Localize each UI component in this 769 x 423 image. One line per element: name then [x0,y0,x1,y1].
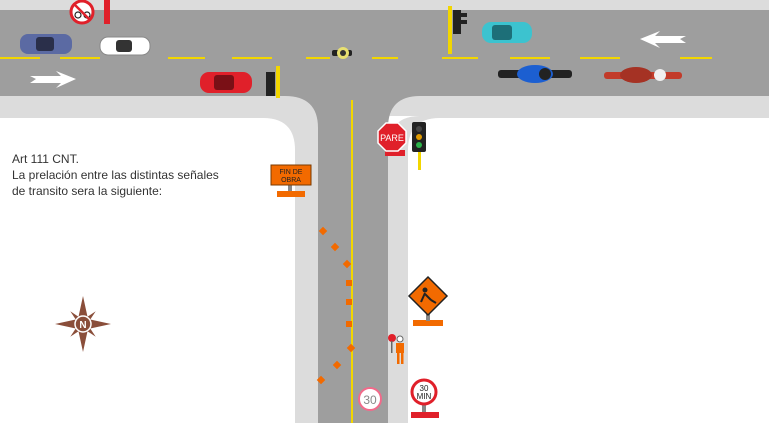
fin-de-obra-line2: OBRA [281,177,301,184]
speed-limit-value: 30 [363,393,377,407]
car-icon [482,22,532,43]
fin-de-obra-line1: FIN DE [280,169,303,176]
car-icon [20,34,72,54]
traffic-cone-icon [346,343,356,353]
fin-de-obra-sign: FIN DE OBRA [270,164,312,197]
traffic-light-icon [266,66,280,98]
motorcycle-icon [604,67,682,83]
stop-sign: PARE [377,122,407,156]
traffic-cone-icon [346,321,352,327]
compass-letter: N [79,320,86,331]
caption-line-2: La prelación entre las distintas señales [12,168,219,182]
traffic-cone-icon [346,299,352,305]
stop-sign-label: PARE [380,133,404,143]
road-corner-left [285,96,318,128]
car-icon [200,72,252,93]
road-work-sign-icon [407,275,449,326]
traffic-cone-icon [332,360,342,370]
traffic-light-icon [448,6,467,54]
cyclist-icon [332,47,352,59]
no-bicycle-sign-icon [69,0,110,25]
arrow-left-icon [640,31,686,48]
traffic-cone-icon [330,242,340,252]
motorcycle-icon [498,65,572,83]
compass-rose-icon: N [55,296,111,352]
traffic-cone-icon [318,226,328,236]
time-limit-value: 30 [420,384,429,393]
lane-markings [0,57,712,423]
caption-line-1: Art 111 CNT. [12,152,79,166]
left-corner-curb [0,96,330,423]
traffic-cone-icon [342,259,352,269]
top-sidewalk [0,0,769,10]
car-icon [99,36,151,56]
traffic-light-icon [412,122,426,170]
road-corner-right [388,96,420,128]
traffic-cone-icon [316,375,326,385]
flagger-worker-icon [388,334,404,364]
traffic-cone-icon [346,280,352,286]
arrow-right-icon [30,71,76,88]
time-limit-sign: 30 MIN [410,378,439,418]
speed-limit-marking: 30 [358,387,382,411]
traffic-cones [316,226,356,385]
article-caption: Art 111 CNT. La prelación entre las dist… [12,151,272,199]
time-limit-unit: MIN [417,392,432,401]
caption-line-3: de transito sera la siguiente: [12,184,163,198]
